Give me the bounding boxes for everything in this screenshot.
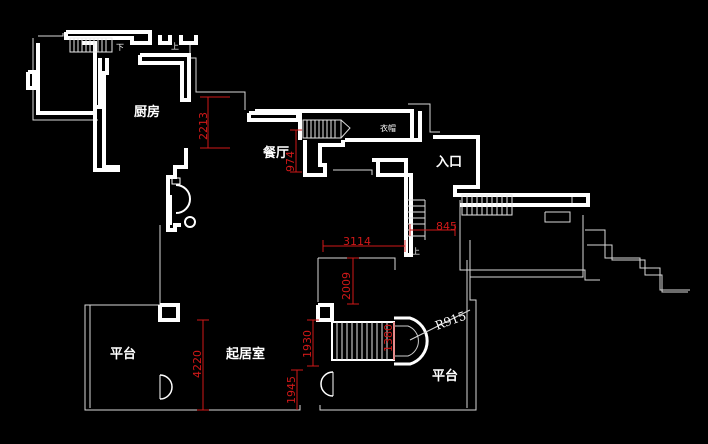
room-label-living: 起居室	[225, 346, 265, 362]
dim-1930: 1930	[301, 330, 314, 358]
dim-radius: R915	[433, 309, 468, 333]
dim-1380: 1380	[382, 324, 395, 352]
walls	[26, 30, 590, 322]
dimension-lines	[197, 96, 456, 411]
room-label-entrance: 入口	[436, 155, 462, 170]
door-right	[320, 371, 334, 397]
dim-1945: 1945	[285, 376, 298, 404]
room-label-terrace-left: 平台	[110, 346, 136, 362]
dim-845: 845	[436, 220, 457, 233]
dim-4220: 4220	[191, 350, 204, 378]
room-label-dining: 餐厅	[262, 145, 289, 161]
tag-up-top: 上	[171, 42, 179, 51]
tag-down: 下	[116, 43, 124, 52]
stairs-dining	[302, 119, 351, 139]
spiral-feature	[171, 177, 196, 228]
tag-wardrobe: 衣帽	[380, 123, 396, 133]
outer-outline	[32, 33, 690, 411]
stairs-east	[461, 194, 513, 216]
dim-974: 974	[284, 151, 297, 172]
room-label-kitchen: 厨房	[134, 104, 160, 120]
stairs-living	[331, 309, 471, 366]
room-label-terrace-right: 平台	[432, 368, 458, 384]
dim-3114: 3114	[343, 235, 371, 248]
tag-up-mid: 上	[412, 247, 420, 256]
dim-2213: 2213	[197, 112, 210, 140]
stairs-top	[69, 37, 113, 53]
door-left	[159, 374, 173, 400]
dim-2009: 2009	[340, 272, 353, 300]
